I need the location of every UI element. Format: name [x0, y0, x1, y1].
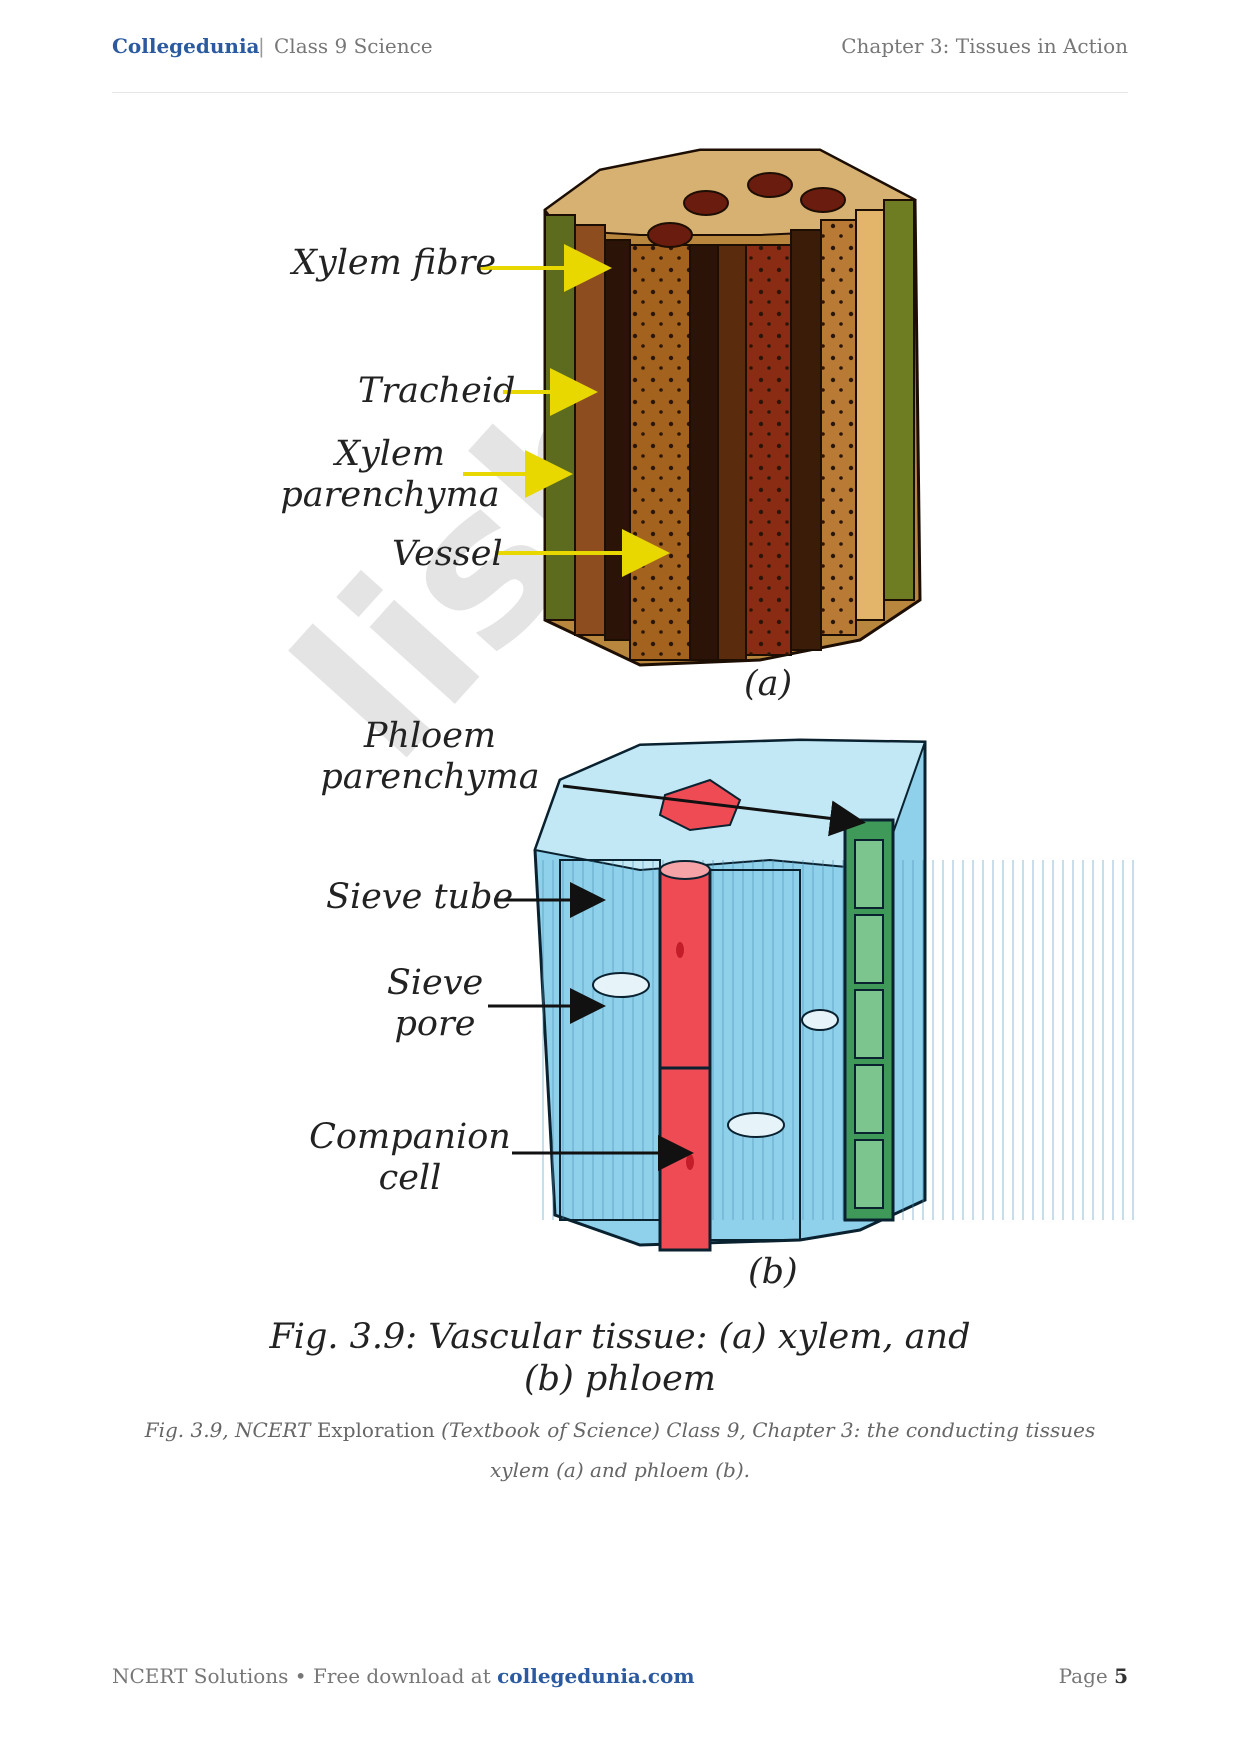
caption-part2: Exploration [310, 1418, 442, 1442]
label-xylem-parenchyma-line2: parenchyma [280, 475, 500, 515]
footer-site-link[interactable]: collegedunia.com [497, 1664, 695, 1688]
page-number-value: 5 [1114, 1664, 1128, 1688]
label-xylem-fibre: Xylem fibre [292, 243, 497, 283]
header-separator: | [258, 34, 265, 58]
label-sieve-pore-line2: pore [394, 1004, 476, 1044]
footer-text: NCERT Solutions • Free download at [112, 1664, 498, 1688]
label-sieve-pore-line1: Sieve [386, 963, 484, 1003]
label-xylem-parenchyma-line1: Xylem [335, 434, 445, 474]
figure-title: Fig. 3.9: Vascular tissue: (a) xylem, an… [240, 1316, 1000, 1400]
chapter-title: Chapter 3: Tissues in Action [841, 34, 1128, 58]
class-label: Class 9 Science [274, 34, 433, 58]
arrow-phloem-parenchyma [562, 784, 866, 837]
phloem-block [533, 738, 1135, 1252]
page-number: Page 5 [1059, 1664, 1128, 1688]
page-header: Collegedunia | Class 9 Science Chapter 3… [112, 34, 1128, 93]
page-footer: NCERT Solutions • Free download at colle… [112, 1664, 1128, 1688]
label-sieve-tube: Sieve tube [326, 877, 514, 917]
label-companion-cell-line2: cell [378, 1158, 442, 1198]
part-a-label: (a) [744, 664, 793, 704]
figure-caption: Fig. 3.9, NCERT Exploration (Textbook of… [112, 1410, 1128, 1490]
label-vessel: Vessel [392, 534, 503, 574]
part-b-label: (b) [748, 1252, 798, 1292]
label-tracheid: Tracheid [358, 371, 516, 411]
caption-part3: (Textbook of Science) Class 9, Chapter 3… [441, 1418, 1096, 1482]
brand-logo-text[interactable]: Collegedunia [112, 34, 260, 58]
figure-title-line1: Fig. 3.9: Vascular tissue: (a) xylem, an… [269, 1317, 971, 1357]
xylem-block [543, 148, 922, 667]
label-phloem-parenchyma-line2: parenchyma [320, 757, 540, 797]
label-phloem-parenchyma-line1: Phloem [363, 716, 497, 756]
page-label: Page [1058, 1664, 1115, 1688]
figure-title-line2: (b) phloem [524, 1359, 716, 1399]
caption-part1: Fig. 3.9, NCERT [144, 1418, 311, 1442]
label-companion-cell-line1: Companion [309, 1117, 511, 1157]
